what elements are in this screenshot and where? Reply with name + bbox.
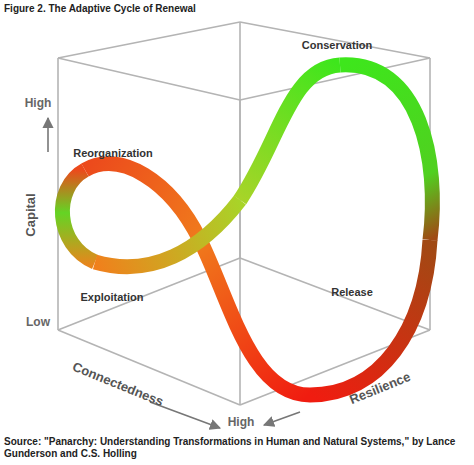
phase-label: Reorganization [73, 147, 152, 159]
source-caption: Source: "Panarchy: Understanding Transfo… [4, 436, 470, 460]
axis-value: Low [26, 315, 50, 329]
axis-value: High [228, 415, 255, 429]
phase-label: Conservation [302, 39, 372, 51]
figure-eight-cycle [62, 65, 432, 395]
phase-label: Exploitation [81, 291, 144, 303]
axis-value: High [25, 96, 52, 110]
cube-outline [58, 22, 430, 405]
axis-title: Connectedness [70, 359, 165, 409]
phase-label: Release [331, 286, 373, 298]
axis-title: Capital [23, 193, 38, 236]
figure-title: Figure 2. The Adaptive Cycle of Renewal [4, 3, 196, 14]
